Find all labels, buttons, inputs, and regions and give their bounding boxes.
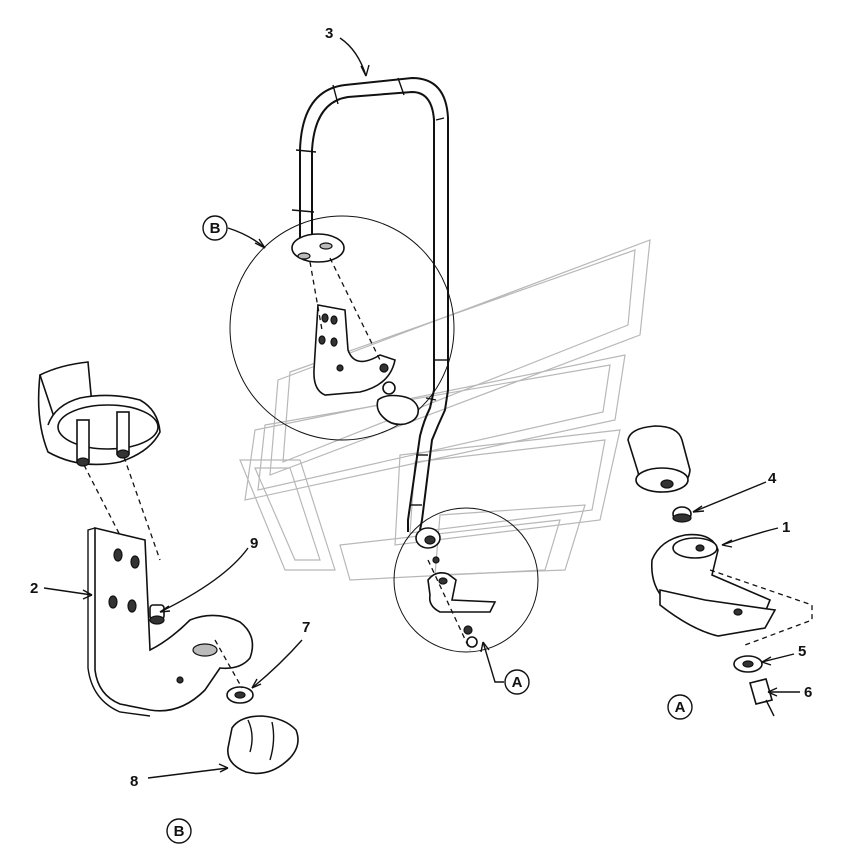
svg-text:B: B xyxy=(210,220,221,237)
callout-1: 1 xyxy=(782,519,790,536)
detail-a-circle xyxy=(393,507,539,653)
detail-ref-b-view: B xyxy=(166,818,192,844)
detail-b-bracket xyxy=(309,257,420,426)
callout-6: 6 xyxy=(804,684,812,701)
detail-ref-a-inline: A xyxy=(504,669,530,695)
callout-5: 5 xyxy=(798,643,806,660)
callout-2: 2 xyxy=(30,580,38,597)
callout-4: 4 xyxy=(768,470,777,487)
handle-bar-part-3 xyxy=(291,76,449,549)
detail-a-assembly xyxy=(627,425,813,717)
detail-b-circle xyxy=(229,215,455,441)
svg-text:A: A xyxy=(512,674,523,691)
svg-text:A: A xyxy=(675,699,686,716)
detail-a-bracket xyxy=(427,556,497,651)
callout-9: 9 xyxy=(250,535,258,552)
detail-b-assembly xyxy=(37,361,299,775)
watermark-logo xyxy=(239,239,651,581)
leader-lines xyxy=(43,37,800,779)
callout-8: 8 xyxy=(130,773,138,790)
svg-text:B: B xyxy=(174,823,185,840)
callout-3: 3 xyxy=(325,25,333,42)
callout-7: 7 xyxy=(302,619,310,636)
detail-ref-a-view: A xyxy=(667,694,693,720)
detail-ref-b-inline: B xyxy=(202,215,228,241)
